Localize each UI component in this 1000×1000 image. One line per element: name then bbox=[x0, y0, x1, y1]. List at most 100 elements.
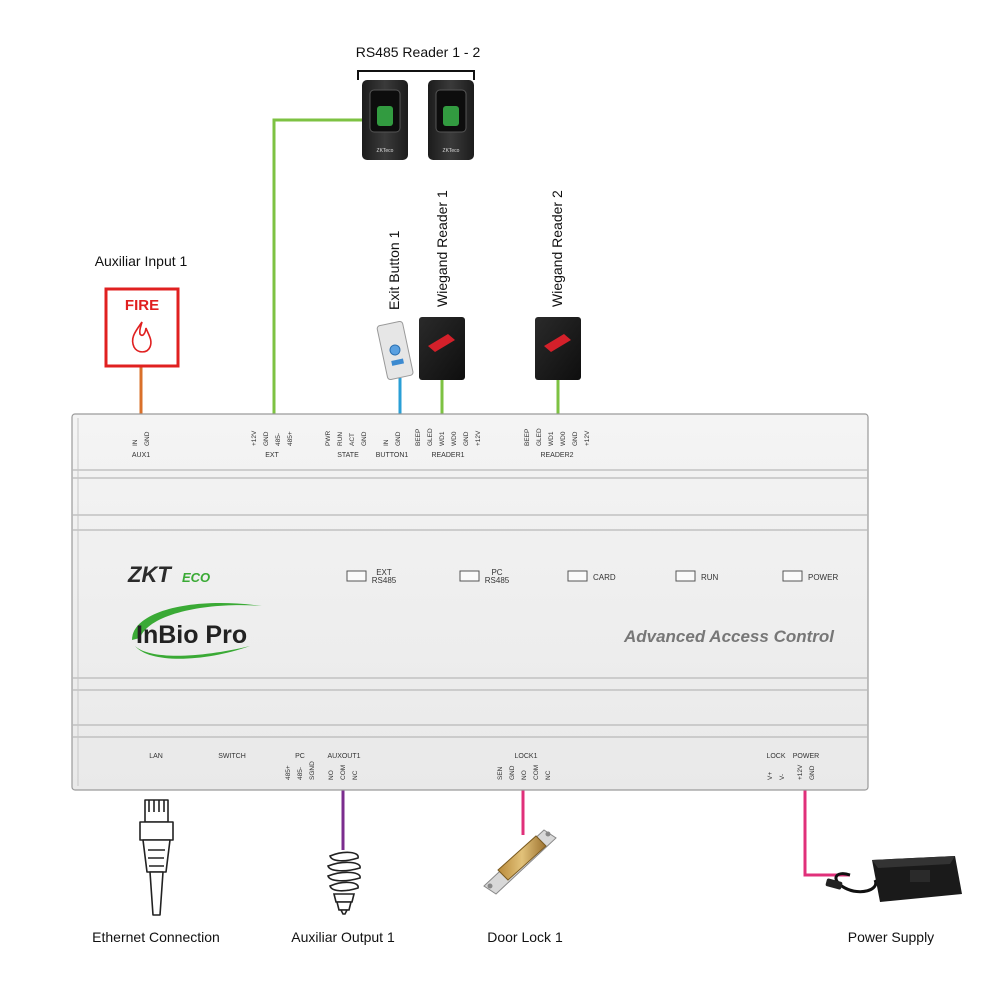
led-label: RS485 bbox=[485, 576, 510, 585]
terminal-pin-label: +12V bbox=[475, 430, 482, 446]
exit-button-label: Exit Button 1 bbox=[386, 230, 402, 310]
terminal-group-label: READER2 bbox=[540, 452, 573, 459]
rs485-wire bbox=[272, 118, 362, 420]
exit-button-device bbox=[376, 320, 414, 381]
swoosh-icon bbox=[132, 603, 262, 640]
terminal-pin-label: GLED bbox=[536, 428, 543, 446]
power-supply-label: Power Supply bbox=[848, 929, 934, 945]
terminal-pin-label: GLED bbox=[427, 428, 434, 446]
reader-brand-text: ZKTeco bbox=[377, 148, 394, 154]
terminal-pin-label: RUN bbox=[337, 432, 344, 446]
tagline: Advanced Access Control bbox=[623, 627, 835, 646]
terminal-pin-label: ACT bbox=[349, 433, 356, 446]
led-label: CARD bbox=[593, 573, 616, 582]
terminal-pin-label: NC bbox=[352, 770, 359, 780]
led-indicator bbox=[567, 570, 588, 582]
rs485-reader-1: ZKTeco bbox=[362, 80, 408, 160]
terminal-pin-label: COM bbox=[533, 765, 540, 780]
fire-alarm: FIRE bbox=[104, 287, 180, 368]
terminal-pin-label: 485- bbox=[297, 767, 304, 780]
terminal-pin-label: GND bbox=[809, 765, 816, 780]
door-lock-icon bbox=[483, 829, 557, 895]
door-lock-label: Door Lock 1 bbox=[487, 929, 563, 945]
terminal-pin-label: PWR bbox=[325, 431, 332, 446]
terminal-pin-label: WD0 bbox=[451, 431, 458, 446]
product-logo: InBio Pro bbox=[132, 603, 262, 659]
terminal-pin-label: 485+ bbox=[285, 765, 292, 780]
terminal-pin-label: WD1 bbox=[548, 431, 555, 446]
fingerprint-window-icon bbox=[377, 106, 393, 126]
wiegand2-label: Wiegand Reader 2 bbox=[549, 190, 565, 307]
reader-brand-text: ZKTeco bbox=[443, 148, 460, 154]
product-name: InBio Pro bbox=[136, 621, 247, 649]
brand-eco: ECO bbox=[182, 570, 210, 585]
terminal-pin-label: +12V bbox=[584, 430, 591, 446]
exit-button-icon bbox=[389, 344, 401, 356]
led-label: RS485 bbox=[372, 576, 397, 585]
fire-text: FIRE bbox=[125, 297, 159, 314]
terminal-pin-label: V+ bbox=[767, 772, 774, 780]
fingerprint-window-icon bbox=[443, 106, 459, 126]
terminal-pin-label: GND bbox=[572, 431, 579, 446]
card-reader-icon bbox=[544, 334, 571, 352]
terminal-pin-label: IN bbox=[132, 439, 139, 446]
terminal-pin-label: WD1 bbox=[439, 431, 446, 446]
terminal-group-label: AUX1 bbox=[132, 452, 150, 459]
rs485-reader-2: ZKTeco bbox=[428, 80, 474, 160]
terminal-group-label: STATE bbox=[337, 452, 359, 459]
terminal-pin-label: GND bbox=[144, 431, 151, 446]
terminal-pin-label: GND bbox=[263, 431, 270, 446]
led-label: RUN bbox=[701, 573, 719, 582]
terminal-group-label: POWER bbox=[793, 753, 819, 760]
terminal-pin-label: GND bbox=[395, 431, 402, 446]
rs485-bracket bbox=[357, 70, 475, 80]
terminal-pin-label: V- bbox=[779, 774, 786, 780]
power-adapter-icon bbox=[825, 856, 962, 902]
led-label: PC bbox=[491, 568, 502, 577]
terminal-pin-label: COM bbox=[340, 765, 347, 780]
terminal-pin-label: +12V bbox=[797, 764, 804, 780]
terminal-group-label: BUTTON1 bbox=[376, 452, 409, 459]
rs485-readers-label: RS485 Reader 1 - 2 bbox=[356, 44, 481, 60]
card-reader-icon bbox=[428, 334, 455, 352]
terminal-group-label: READER1 bbox=[431, 452, 464, 459]
terminal-pin-label: GND bbox=[361, 431, 368, 446]
terminal-pin-label: SGND bbox=[309, 761, 316, 780]
led-indicator bbox=[675, 570, 696, 582]
power-wire bbox=[803, 790, 850, 877]
terminal-group-label: LOCK1 bbox=[515, 753, 538, 760]
terminal-group-label: LAN bbox=[149, 753, 163, 760]
terminal-group-label: LOCK bbox=[766, 753, 785, 760]
terminal-pin-label: +12V bbox=[251, 430, 258, 446]
terminal-pin-label: NC bbox=[545, 770, 552, 780]
wires bbox=[139, 118, 850, 877]
terminal-pin-label: GND bbox=[509, 765, 516, 780]
wiegand-reader-2 bbox=[535, 317, 581, 380]
terminal-pin-label: NO bbox=[521, 770, 528, 780]
terminal-group-label: PC bbox=[295, 753, 305, 760]
terminal-pin-label: IN bbox=[383, 439, 390, 446]
led-indicator bbox=[346, 570, 367, 582]
led-label: EXT bbox=[376, 568, 392, 577]
aux-output-label: Auxiliar Output 1 bbox=[291, 929, 395, 945]
terminal-pin-label: 485- bbox=[275, 433, 282, 446]
ethernet-label: Ethernet Connection bbox=[92, 929, 220, 945]
wiegand1-label: Wiegand Reader 1 bbox=[434, 190, 450, 307]
terminal-pin-label: NO bbox=[328, 770, 335, 780]
terminal-pin-label: SEN bbox=[497, 766, 504, 780]
wiegand-reader-1 bbox=[419, 317, 465, 380]
led-indicator bbox=[459, 570, 480, 582]
terminal-pin-label: BEEP bbox=[524, 429, 531, 446]
light-bulb-icon bbox=[326, 851, 361, 915]
aux-input-label: Auxiliar Input 1 bbox=[95, 253, 188, 269]
terminal-group-label: AUXOUT1 bbox=[327, 753, 360, 760]
led-label: POWER bbox=[808, 573, 838, 582]
terminal-pin-label: 485+ bbox=[287, 431, 294, 446]
terminal-pin-label: BEEP bbox=[415, 429, 422, 446]
terminal-pin-label: GND bbox=[463, 431, 470, 446]
